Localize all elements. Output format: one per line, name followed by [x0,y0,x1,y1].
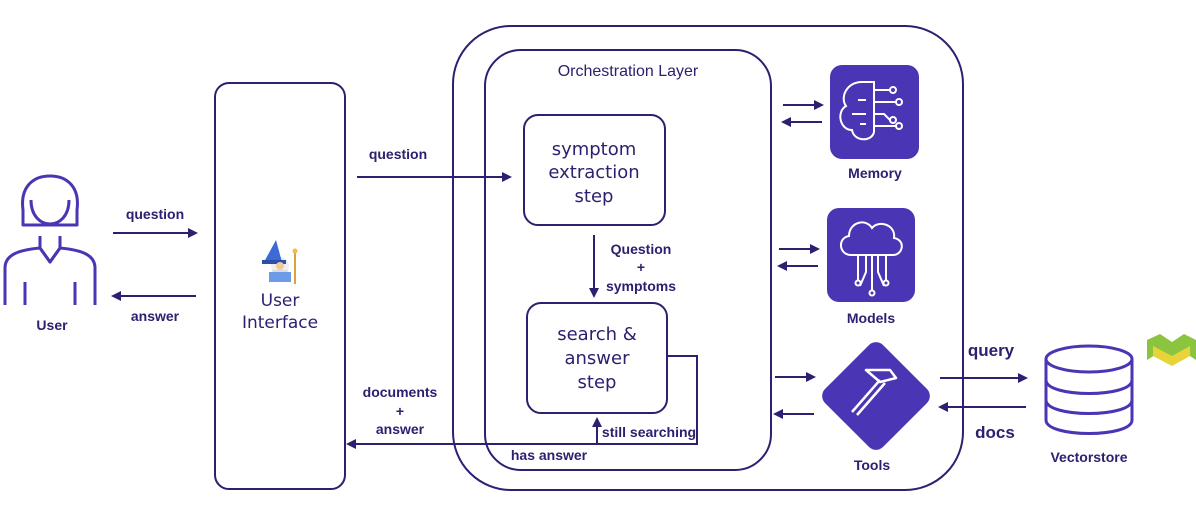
docs-answer-label-2: + [396,403,404,419]
tools-icon [822,342,930,450]
wizard-icon [262,240,298,284]
orchestration-layer-box [484,49,772,471]
flow-label-1: Question [611,241,672,257]
step1-line3: step [575,186,614,207]
system-outer-box [452,25,964,491]
docs-answer-label-1: documents [363,384,438,400]
still-searching-label: still searching [602,424,696,440]
step1-line1: symptom [552,139,637,160]
user-icon [3,174,97,305]
has-answer-label: has answer [511,447,588,463]
user-answer-label: answer [131,308,180,324]
flow-label-3: symptoms [606,278,676,294]
user-question-label: question [126,206,184,222]
ui-label-line2: Interface [242,313,318,333]
ui-label-line1: User [261,291,300,311]
tools-label: Tools [854,457,891,473]
has-answer-return-arrow [346,355,698,449]
orchestration-title: Orchestration Layer [558,63,699,80]
step1-line2: extraction [548,162,639,183]
database-icon [1044,344,1134,435]
step2-line2: answer [564,348,630,369]
user-label: User [36,317,68,333]
memory-label: Memory [848,165,902,181]
query-label: query [968,341,1015,360]
weaviate-logo [1147,334,1196,366]
step2-line3: step [578,372,617,393]
user-interface-box [214,82,346,490]
step2-line1: search & [557,324,637,345]
docs-answer-label-3: answer [376,421,425,437]
vectorstore-label: Vectorstore [1050,449,1127,465]
docs-label: docs [975,423,1015,442]
search-answer-step-box [526,302,668,414]
ui-question-label: question [369,146,427,162]
symptom-extraction-step-box [523,114,666,226]
flow-label-2: + [637,259,645,275]
models-label: Models [847,310,895,326]
